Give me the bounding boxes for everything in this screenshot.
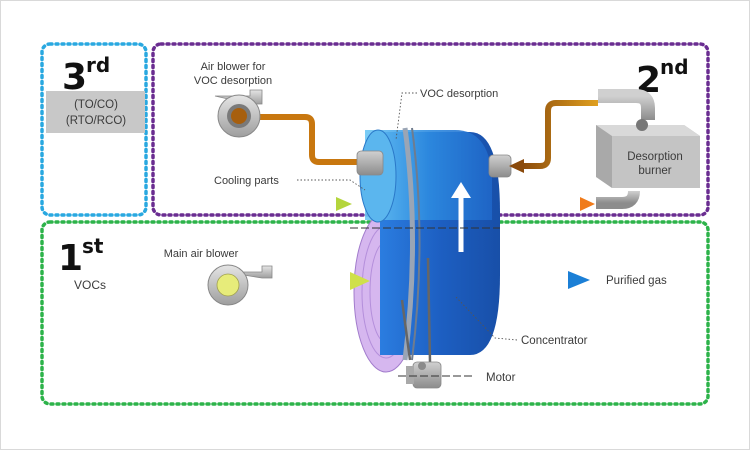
voc-desorption-label: VOC desorption [420, 88, 498, 100]
burner-label-line1: Desorption [627, 151, 683, 163]
cooling-air-arrowhead [336, 197, 352, 211]
purified-gas-arrowhead [568, 271, 590, 289]
motor-label: Motor [486, 372, 516, 384]
drive-belt-left [400, 299, 412, 361]
stage2-suffix: nd [660, 55, 689, 79]
cooling-parts-label: Cooling parts [214, 175, 279, 187]
cooling-parts-leader [297, 179, 366, 191]
desorption-air-blower-icon [214, 89, 263, 138]
burner-return-duct [522, 100, 598, 169]
drive-belt-right [426, 257, 432, 363]
oxidizer-line2: (RTO/RCO) [66, 115, 126, 127]
purified-gas-label: Purified gas [606, 275, 667, 287]
stage3-boundary [40, 42, 148, 217]
air-blower-desorption-label-line2: VOC desorption [194, 75, 272, 87]
oxidizer-box [46, 91, 145, 133]
stage3-suffix: rd [86, 53, 110, 77]
stage1-number: 1 [58, 238, 83, 279]
desorption-inlet-stub [356, 150, 384, 176]
concentrator-leader [454, 295, 518, 341]
stage1-suffix: st [82, 234, 104, 258]
concentrator-rotor-icon [353, 127, 500, 373]
hot-air-arrowhead [580, 197, 595, 211]
oxidizer-line1: (TO/CO) [74, 99, 118, 111]
voc-desorption-leader [395, 92, 417, 141]
concentrator-label: Concentrator [521, 335, 588, 347]
burner-label-line2: burner [638, 165, 671, 177]
process-air-arrowhead [350, 272, 370, 290]
air-blower-desorption-label-line1: Air blower for [201, 61, 266, 73]
burner-return-arrowhead [509, 159, 524, 173]
motor-icon [406, 361, 442, 389]
main-air-blower-icon [207, 264, 273, 306]
vocs-label: VOCs [74, 278, 106, 292]
desorption-air-duct [258, 114, 360, 165]
desorption-burner-icon [596, 89, 700, 209]
main-air-blower-label: Main air blower [164, 248, 239, 260]
desorption-outlet-stub [488, 154, 512, 178]
